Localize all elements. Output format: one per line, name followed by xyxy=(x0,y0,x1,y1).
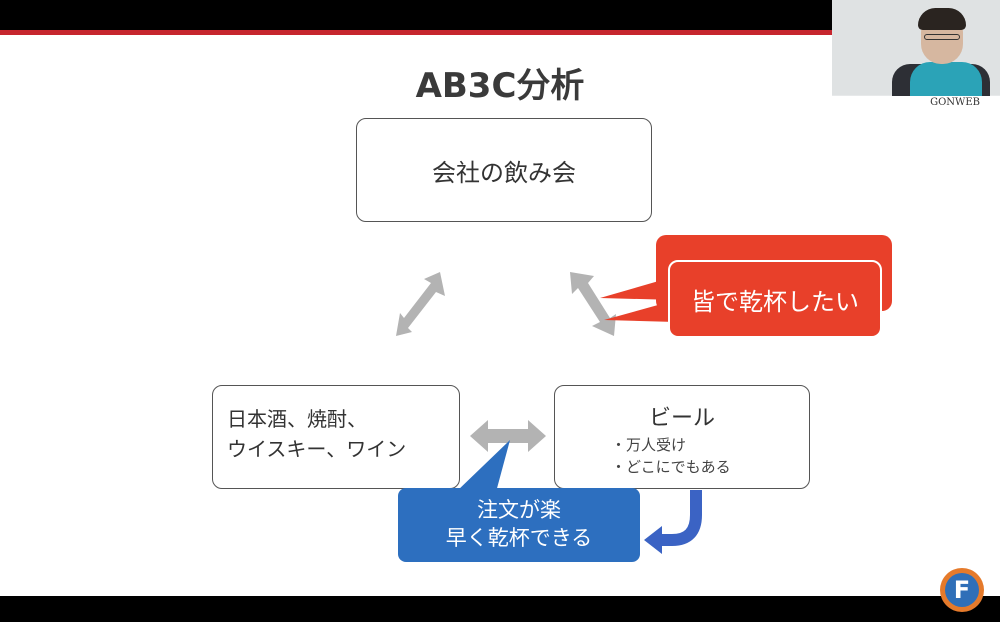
presenter-glasses xyxy=(924,34,960,40)
left-double-arrow xyxy=(396,272,445,336)
customer-box: 会社の飲み会 xyxy=(356,118,652,222)
blue-curved-arrow xyxy=(644,490,702,554)
company-bullet-list: 万人受け どこにでもある xyxy=(611,434,731,478)
webcam-brand-label: GONWEB xyxy=(832,96,1000,110)
bottom-letterbox xyxy=(0,596,1000,622)
webcam-overlay: GONWEB xyxy=(832,0,1000,110)
logo-letter: F xyxy=(945,573,979,607)
slide-title: AB3C分析 xyxy=(415,66,585,106)
right-double-arrow xyxy=(570,272,616,336)
horizontal-double-arrow xyxy=(470,420,546,452)
competitor-line-2: ウイスキー、ワイン xyxy=(227,437,407,461)
company-bullet: 万人受け xyxy=(611,434,731,456)
blue-callout-line-2: 早く乾杯できる xyxy=(445,526,593,550)
channel-logo-icon: F xyxy=(940,568,984,612)
presenter-shirt xyxy=(910,62,982,102)
red-callout-text: 皆で乾杯したい xyxy=(691,287,859,316)
company-box: ビール 万人受け どこにでもある xyxy=(554,385,810,489)
blue-callout: 注文が楽 早く乾杯できる xyxy=(398,488,640,562)
blue-callout-line-1: 注文が楽 xyxy=(477,498,561,522)
slide-header-rule xyxy=(0,30,832,35)
presenter-hair xyxy=(918,8,966,30)
blue-callout-pointer xyxy=(456,440,510,492)
competitor-line-1: 日本酒、焼酎、 xyxy=(227,407,367,431)
customer-label: 会社の飲み会 xyxy=(432,158,576,187)
red-callout: 皆で乾杯したい xyxy=(668,260,882,338)
competitor-box: 日本酒、焼酎、 ウイスキー、ワイン xyxy=(212,385,460,489)
company-bullet: どこにでもある xyxy=(611,456,731,478)
company-heading: ビール xyxy=(648,406,715,431)
